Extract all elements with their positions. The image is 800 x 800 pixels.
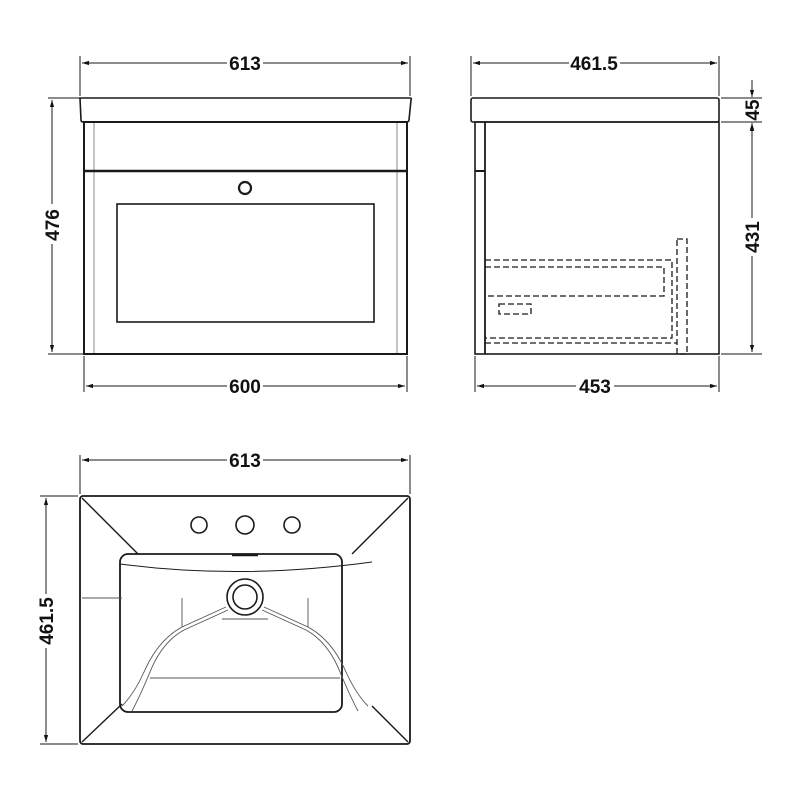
plan-depth-label: 461.5 — [37, 597, 58, 645]
plan-bowl — [119, 553, 343, 713]
side-runner — [676, 238, 688, 355]
front-bottom-width-label: 600 — [229, 377, 261, 398]
front-drawer-handle — [237, 180, 253, 196]
tap-hole-right — [283, 516, 301, 534]
side-top-depth-label: 461.5 — [570, 54, 618, 75]
waste-outer — [226, 578, 264, 616]
front-cabinet — [83, 121, 408, 355]
waste-inner — [232, 584, 258, 610]
front-view — [48, 56, 413, 392]
tap-hole-left — [190, 516, 208, 534]
side-basin-top — [470, 97, 720, 123]
front-top-width-label: 613 — [229, 54, 261, 75]
front-drawer-panel — [116, 203, 375, 323]
side-bottom-depth-label: 453 — [579, 377, 611, 398]
plan-outline — [79, 495, 411, 745]
side-drawer-handle-hidden — [498, 303, 532, 315]
side-cabinet — [474, 121, 720, 355]
tap-hole-centre — [235, 515, 255, 535]
front-height-label: 476 — [43, 209, 64, 241]
plan-view — [40, 455, 411, 745]
side-view — [470, 56, 762, 392]
side-drawer-top-box — [485, 259, 673, 339]
plan-width-label: 613 — [229, 451, 261, 472]
front-basin-top — [79, 97, 413, 123]
side-basin-thickness-label: 45 — [743, 99, 764, 121]
side-cabinet-height-label: 431 — [743, 221, 764, 253]
